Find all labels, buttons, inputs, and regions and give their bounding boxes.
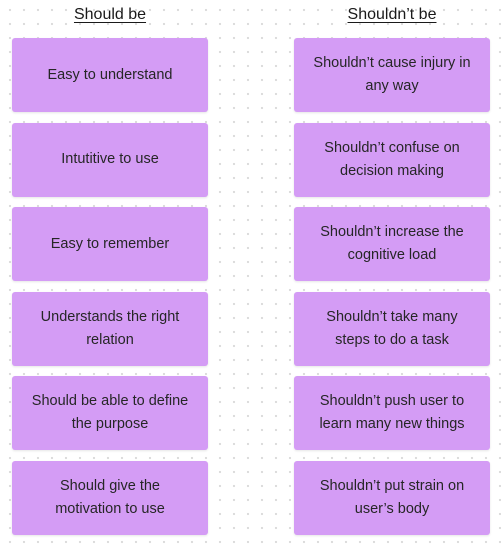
sticky-note-text: Shouldn’t cause injury in any way — [313, 55, 471, 94]
sticky-note-text: Should be able to define the purpose — [31, 393, 189, 433]
sticky-note[interactable]: Easy to understand — [12, 38, 208, 112]
sticky-note[interactable]: Intutitive to use — [12, 122, 208, 197]
should-be-card-list: Easy to understand Intutitive to use Eas… — [12, 38, 208, 546]
sticky-note-text: Easy to understand — [47, 66, 173, 83]
sticky-note-text: Understands the right relation — [40, 308, 180, 348]
sticky-note[interactable]: Shouldn’t confuse on decision making — [294, 122, 490, 197]
sticky-note[interactable]: Shouldn’t put strain on user’s body — [294, 460, 490, 535]
sticky-note[interactable]: Easy to remember — [12, 207, 208, 282]
sticky-note-text: Shouldn’t push user to learn many new th… — [319, 393, 465, 433]
sticky-note-text: Should give the motivation to use — [55, 477, 165, 517]
sticky-note[interactable]: Shouldn’t increase the cognitive load — [294, 207, 490, 282]
sticky-note[interactable]: Shouldn’t take many steps to do a task — [294, 291, 490, 366]
sticky-note-text: Shouldn’t increase the cognitive load — [320, 224, 464, 264]
sticky-note-text: Intutitive to use — [61, 151, 159, 168]
sticky-note[interactable]: Understands the right relation — [12, 291, 208, 366]
sticky-note-text: Shouldn’t confuse on decision making — [324, 139, 460, 179]
shouldnt-be-card-list: Shouldn’t cause injury in any way Should… — [294, 38, 490, 546]
sticky-note-text: Shouldn’t put strain on user’s body — [319, 477, 465, 517]
shouldnt-be-heading: Shouldn’t be — [347, 6, 437, 23]
sticky-note-text: Shouldn’t take many steps to do a task — [326, 308, 458, 348]
sticky-note[interactable]: Should be able to define the purpose — [12, 376, 208, 451]
sticky-note[interactable]: Shouldn’t push user to learn many new th… — [294, 376, 490, 451]
should-be-heading: Should be — [73, 6, 147, 23]
sticky-note[interactable]: Should give the motivation to use — [12, 460, 208, 535]
sticky-note[interactable]: Shouldn’t cause injury in any way — [294, 38, 490, 112]
sticky-note-text: Easy to remember — [50, 235, 170, 252]
